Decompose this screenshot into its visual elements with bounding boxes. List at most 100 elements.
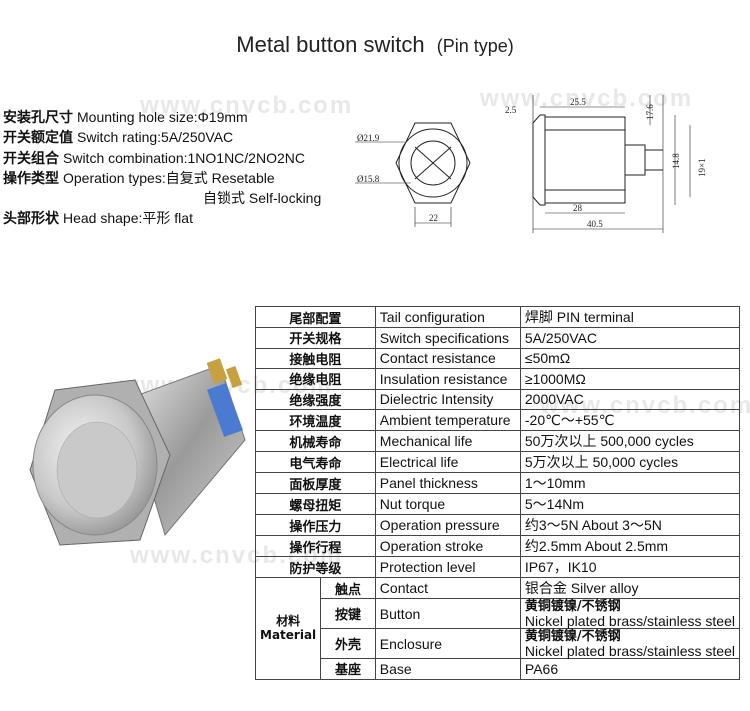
dim-head-height: 2.5 — [505, 105, 517, 115]
row-value: IP67，IK10 — [519, 556, 741, 578]
dim-body-length: 28 — [573, 203, 583, 213]
row-label-en: Insulation resistance — [374, 368, 521, 390]
row-label-cn: 机械寿命 — [255, 430, 376, 452]
row-label-cn: 尾部配置 — [255, 306, 376, 328]
side-view — [532, 95, 691, 233]
material-row-base: 基座 Base PA66 — [256, 658, 741, 680]
row-label-cn: 面板厚度 — [255, 472, 376, 494]
row-value: -20℃～+55℃ — [519, 409, 741, 431]
spec-self-locking: 自锁式 Self-locking — [3, 188, 348, 208]
spec-text: Switch combination:1NO1NC/2NO2NC — [63, 149, 305, 166]
dim-inner-diameter: Ø15.8 — [357, 174, 380, 184]
title-subtitle: (Pin type) — [436, 36, 514, 56]
row-label-en: Enclosure — [374, 628, 521, 659]
material-group-en: Material — [260, 628, 317, 643]
row-value: 黄铜镀镍/不锈钢 Nickel plated brass/stainless s… — [519, 598, 741, 629]
spec-label-cn: 开关额定值 — [3, 130, 73, 147]
row-value: 约3～5N About 3～5N — [519, 514, 741, 536]
row-label-cn: 防护等级 — [255, 556, 376, 578]
row-label-cn: 绝缘电阻 — [255, 368, 376, 390]
product-photo — [29, 358, 246, 546]
row-value: 5A/250VAC — [519, 327, 741, 349]
spec-label-cn: 开关组合 — [3, 150, 59, 167]
dim-thread-length: 25.5 — [570, 97, 586, 107]
row-label-en: Electrical life — [374, 451, 521, 473]
row-label-en: Nut torque — [374, 493, 521, 515]
row-label-cn: 环境温度 — [255, 409, 376, 431]
row-label-en: Switch specifications — [374, 327, 521, 349]
row-label-en: Dielectric Intensity — [374, 388, 521, 410]
row-label-cn: 操作压力 — [255, 514, 376, 536]
row-label-en: Contact — [374, 577, 521, 599]
row-value: 2000VAC — [519, 388, 741, 410]
dim-hex-width: 22 — [429, 213, 438, 223]
row-label-en: Mechanical life — [374, 430, 521, 452]
row-value: 银合金 Silver alloy — [519, 577, 741, 599]
row-label-cn: 触点 — [320, 577, 376, 599]
spec-label-cn: 头部形状 — [3, 211, 59, 228]
row-label-cn: 电气寿命 — [255, 451, 376, 473]
row-label-cn: 开关规格 — [255, 327, 376, 349]
row-label-en: Base — [374, 658, 521, 680]
row-label-cn: 螺母扭矩 — [255, 493, 376, 515]
spec-label-cn: 操作类型 — [3, 170, 59, 187]
row-label-en: Button — [374, 598, 521, 629]
row-value-cn: 黄铜镀镍/不锈钢 — [524, 628, 621, 644]
row-label-cn: 按键 — [320, 598, 376, 629]
button-flat-head — [56, 421, 138, 519]
dim-total-length: 40.5 — [587, 219, 603, 229]
row-value: 5万次以上 50,000 cycles — [519, 451, 741, 473]
row-value: 50万次以上 500,000 cycles — [519, 430, 741, 452]
spec-text: Operation types:自复式 Resetable — [63, 169, 275, 186]
watermark: www.cnvcb.com — [480, 85, 694, 112]
row-value-en: Nickel plated brass/stainless steel — [524, 642, 735, 659]
row-value: 1～10mm — [519, 472, 741, 494]
technical-drawing: Ø21.9 Ø15.8 22 2.5 25.5 28 40.5 17.6 14.… — [355, 95, 707, 233]
row-value: 约2.5mm About 2.5mm — [519, 535, 741, 557]
row-label-en: Tail configuration — [374, 306, 521, 328]
row-label-cn: 绝缘强度 — [255, 388, 376, 410]
row-value: 5～14Nm — [519, 493, 741, 515]
row-label-cn: 接触电阻 — [255, 347, 376, 369]
row-value-cn: 黄铜镀镍/不锈钢 — [524, 598, 621, 614]
spec-label-cn: 安装孔尺寸 — [3, 110, 73, 126]
title-main: Metal button switch — [236, 32, 425, 57]
row-value: 黄铜镀镍/不锈钢 Nickel plated brass/stainless s… — [519, 628, 741, 659]
spec-text: Head shape:平形 flat — [63, 210, 193, 227]
front-view — [355, 122, 471, 227]
material-group-label: 材料 Material — [254, 577, 322, 680]
material-row-enclosure: 外壳 Enclosure 黄铜镀镍/不锈钢 Nickel plated bras… — [256, 628, 741, 659]
row-label-en: Operation stroke — [374, 535, 521, 557]
row-label-en: Operation pressure — [374, 514, 521, 536]
row-label-cn: 外壳 — [320, 628, 376, 659]
spec-text: 自锁式 Self-locking — [203, 190, 322, 207]
row-value: ≥1000MΩ — [519, 368, 741, 390]
row-value: PA66 — [519, 658, 741, 680]
material-row-contact: 材料 Material 触点 Contact 银合金 Silver alloy — [254, 577, 741, 680]
dim-14-8: 14.8 — [671, 153, 681, 169]
row-label-en: Contact resistance — [374, 347, 521, 369]
dim-outer-diameter: Ø21.9 — [357, 133, 380, 143]
spec-text: Switch rating:5A/250VAC — [77, 129, 234, 146]
row-label-cn: 操作行程 — [255, 535, 376, 557]
row-label-cn: 基座 — [320, 658, 376, 680]
